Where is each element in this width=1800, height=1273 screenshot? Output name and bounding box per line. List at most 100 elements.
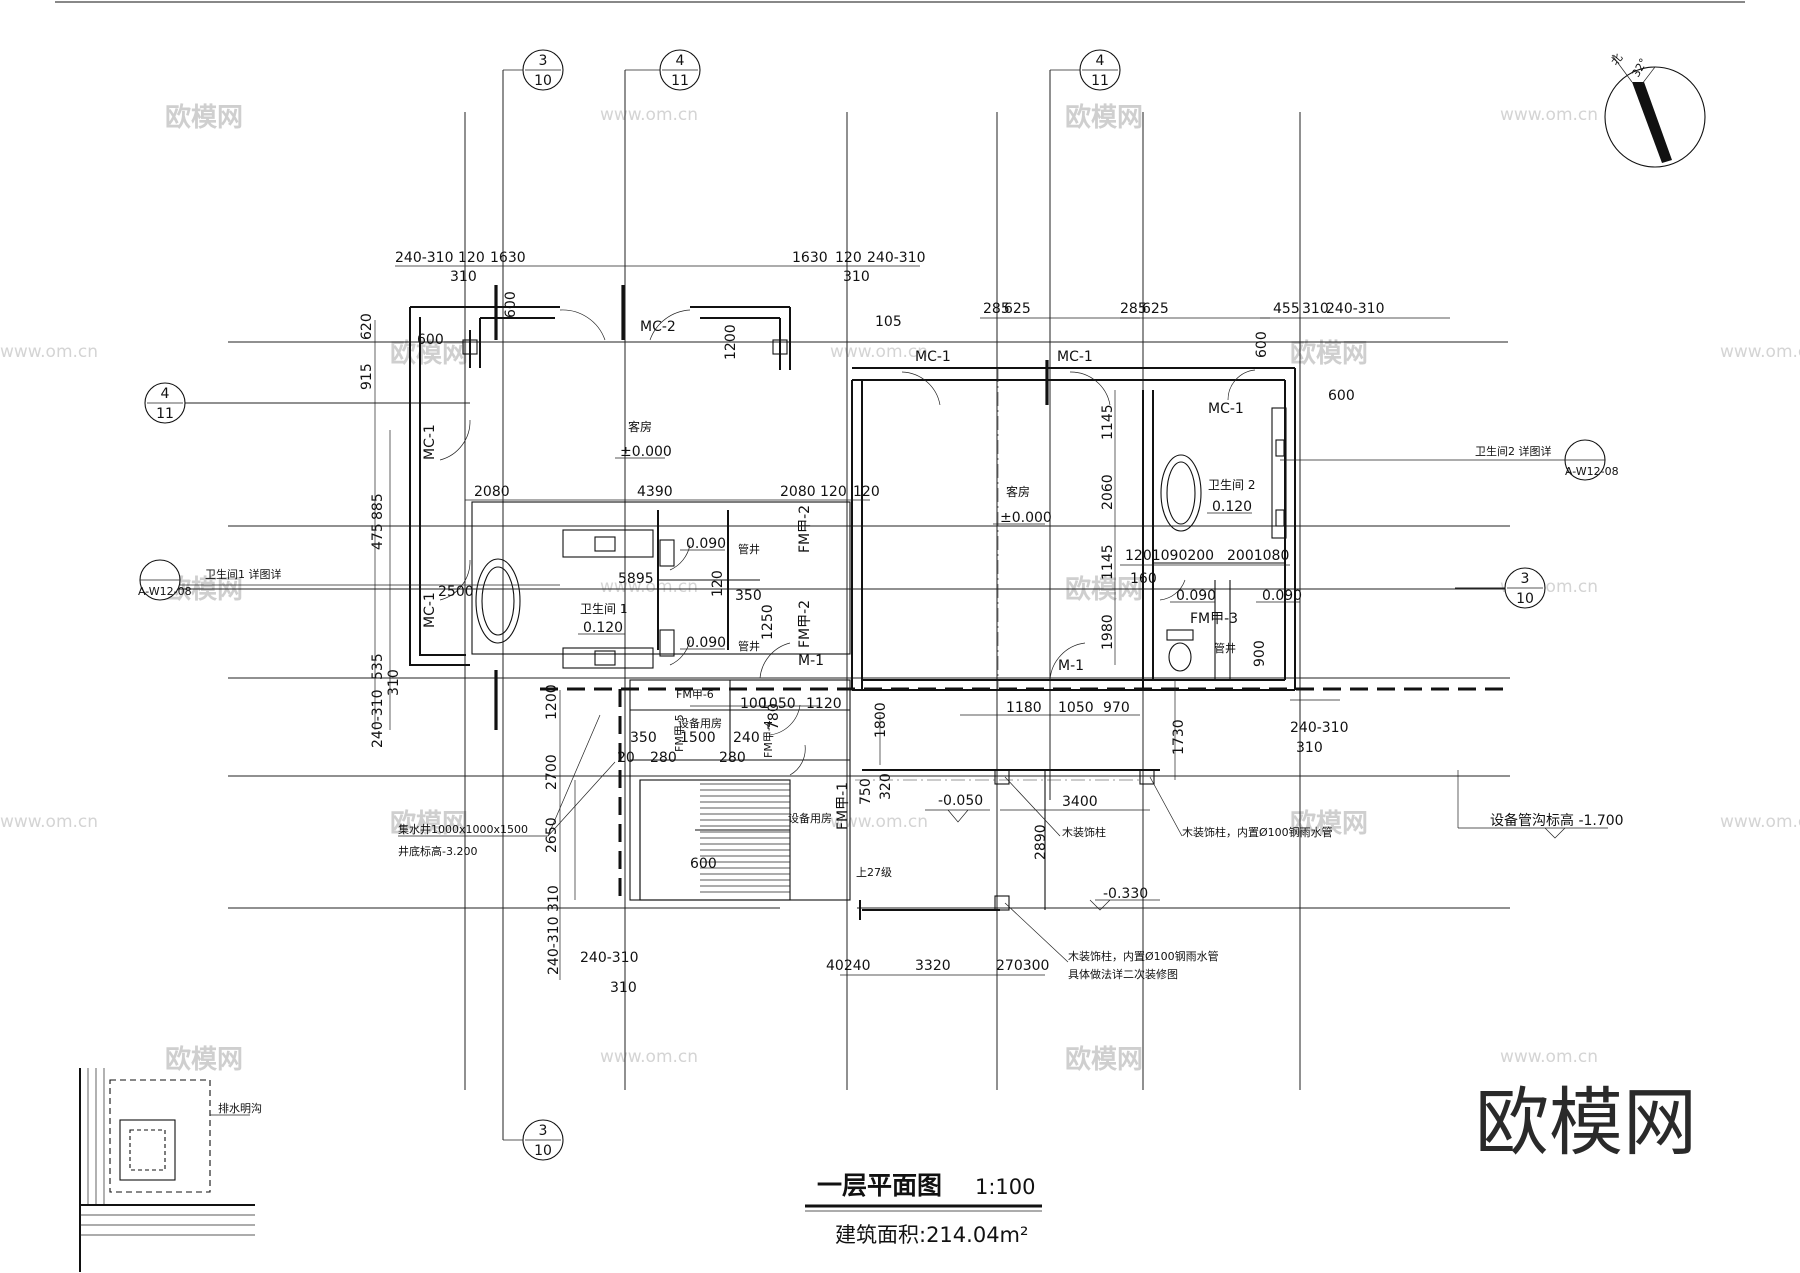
watermark-site: www.om.cn bbox=[600, 1047, 698, 1067]
svg-text:120: 120 bbox=[820, 484, 847, 500]
svg-text:120: 120 bbox=[853, 484, 880, 500]
svg-text:4390: 4390 bbox=[637, 484, 673, 500]
watermark-site: www.om.cn bbox=[1500, 105, 1598, 125]
svg-text:100: 100 bbox=[740, 696, 767, 712]
svg-text:280: 280 bbox=[650, 750, 677, 766]
door-label: FM甲-6 bbox=[676, 688, 714, 701]
svg-text:240-310: 240-310 bbox=[1290, 720, 1349, 736]
bathtub bbox=[475, 558, 521, 644]
svg-text:750: 750 bbox=[858, 778, 874, 805]
svg-text:285: 285 bbox=[983, 301, 1010, 317]
level-label: 0.090 bbox=[1262, 588, 1302, 604]
watermark-logo: 欧模网 bbox=[165, 1044, 243, 1075]
watermark-logo: 欧模网 bbox=[1290, 808, 1368, 839]
svg-text:535: 535 bbox=[370, 653, 386, 680]
door-label: FM甲-3 bbox=[1190, 611, 1238, 627]
svg-text:160: 160 bbox=[1130, 571, 1157, 587]
watermark-site: www.om.cn bbox=[1720, 342, 1800, 362]
svg-text:11: 11 bbox=[156, 406, 174, 422]
svg-text:310: 310 bbox=[1302, 301, 1329, 317]
svg-text:310: 310 bbox=[546, 885, 562, 912]
door-label: M-1 bbox=[798, 653, 824, 669]
staircase: 上27级 bbox=[639, 779, 892, 901]
level-label: 0.120 bbox=[583, 620, 623, 636]
svg-text:3: 3 bbox=[539, 53, 548, 69]
drain-label: 排水明沟 bbox=[218, 1101, 262, 1115]
door-label: FM甲-1 bbox=[835, 782, 851, 830]
north-label: 北 bbox=[1608, 51, 1625, 68]
vanity bbox=[562, 407, 1287, 669]
watermark-site: www.om.cn bbox=[600, 105, 698, 125]
svg-text:3: 3 bbox=[1521, 571, 1530, 587]
door-label: FM甲-5 bbox=[673, 714, 686, 752]
svg-text:310: 310 bbox=[386, 669, 402, 696]
level-label: ±0.000 bbox=[620, 444, 672, 460]
plan-scale: 1:100 bbox=[975, 1175, 1036, 1199]
svg-text:3: 3 bbox=[539, 1123, 548, 1139]
door-label: MC-1 bbox=[422, 424, 438, 460]
level-label: 0.090 bbox=[1176, 588, 1216, 604]
watermark-logo: 欧模网 bbox=[1290, 338, 1368, 369]
svg-text:780: 780 bbox=[766, 703, 782, 730]
column-note: 具体做法详二次装修图 bbox=[1068, 967, 1178, 981]
watermark-site: www.om.cn bbox=[0, 812, 98, 832]
svg-text:1500: 1500 bbox=[680, 730, 716, 746]
detail-ref-left: A-W12-08 卫生间1 详图详 bbox=[138, 559, 560, 601]
svg-text:885: 885 bbox=[370, 493, 386, 520]
svg-text:2500: 2500 bbox=[438, 584, 474, 600]
svg-text:240-310: 240-310 bbox=[546, 917, 562, 976]
svg-text:600: 600 bbox=[417, 332, 444, 348]
svg-text:1180: 1180 bbox=[1006, 700, 1042, 716]
north-compass: 北 32° bbox=[1604, 51, 1706, 168]
svg-text:310: 310 bbox=[843, 269, 870, 285]
dimension-chains bbox=[374, 265, 1450, 980]
svg-text:A-W12-08: A-W12-08 bbox=[138, 585, 192, 598]
svg-text:310: 310 bbox=[450, 269, 477, 285]
door-label: MC-1 bbox=[422, 592, 438, 628]
axis-bubble: 4 11 bbox=[1050, 49, 1121, 91]
walls bbox=[409, 306, 1296, 920]
watermark-logo: 欧模网 bbox=[1065, 1044, 1143, 1075]
column-note: 木装饰柱，内置Ø100钢雨水管 bbox=[1068, 949, 1219, 963]
level-label: 设备管沟标高 -1.700 bbox=[1490, 812, 1624, 829]
column-markers bbox=[494, 285, 1049, 730]
watermark-logo: 欧模网 bbox=[165, 102, 243, 133]
watermark-site: www.om.cn bbox=[830, 342, 928, 362]
svg-text:310: 310 bbox=[610, 980, 637, 996]
level-label: 0.090 bbox=[686, 635, 726, 651]
svg-text:2060: 2060 bbox=[1100, 474, 1116, 510]
toilet bbox=[659, 539, 1194, 672]
svg-text:915: 915 bbox=[359, 363, 375, 390]
svg-text:600: 600 bbox=[690, 856, 717, 872]
detail-ref-right: A-W12-08 卫生间2 详图详 bbox=[1280, 439, 1619, 481]
svg-text:20: 20 bbox=[617, 750, 635, 766]
axis-bubble: 3 10 bbox=[503, 49, 564, 91]
bathtub bbox=[1160, 454, 1202, 532]
svg-text:3320: 3320 bbox=[915, 958, 951, 974]
svg-text:2890: 2890 bbox=[1033, 824, 1049, 860]
svg-text:1730: 1730 bbox=[1171, 719, 1187, 755]
svg-text:120: 120 bbox=[835, 250, 862, 266]
svg-text:1250: 1250 bbox=[760, 604, 776, 640]
drawing-title: 一层平面图 1:100 建筑面积:214.04m² bbox=[805, 1171, 1042, 1247]
level-label: ±0.000 bbox=[1000, 510, 1052, 526]
svg-text:120: 120 bbox=[458, 250, 485, 266]
watermark-corner-logo: 欧模网 bbox=[1475, 1080, 1697, 1166]
grid-axes bbox=[165, 70, 1510, 1140]
svg-text:3400: 3400 bbox=[1062, 794, 1098, 810]
svg-text:2700: 2700 bbox=[544, 754, 560, 790]
svg-text:970: 970 bbox=[1103, 700, 1130, 716]
room-label: 卫生间 2 bbox=[1208, 478, 1255, 492]
svg-text:1145: 1145 bbox=[1100, 404, 1116, 440]
svg-text:240-310: 240-310 bbox=[395, 250, 454, 266]
column-note: 木装饰柱 bbox=[1062, 825, 1106, 839]
svg-text:475: 475 bbox=[370, 523, 386, 550]
svg-text:10: 10 bbox=[534, 73, 552, 89]
door-label: FM甲-2 bbox=[797, 505, 813, 553]
svg-text:240-310: 240-310 bbox=[1326, 301, 1385, 317]
svg-text:625: 625 bbox=[1142, 301, 1169, 317]
watermark-logo: 欧模网 bbox=[390, 808, 468, 839]
door-label: FM甲-4 bbox=[762, 720, 775, 758]
angle-label: 32° bbox=[1629, 56, 1650, 79]
